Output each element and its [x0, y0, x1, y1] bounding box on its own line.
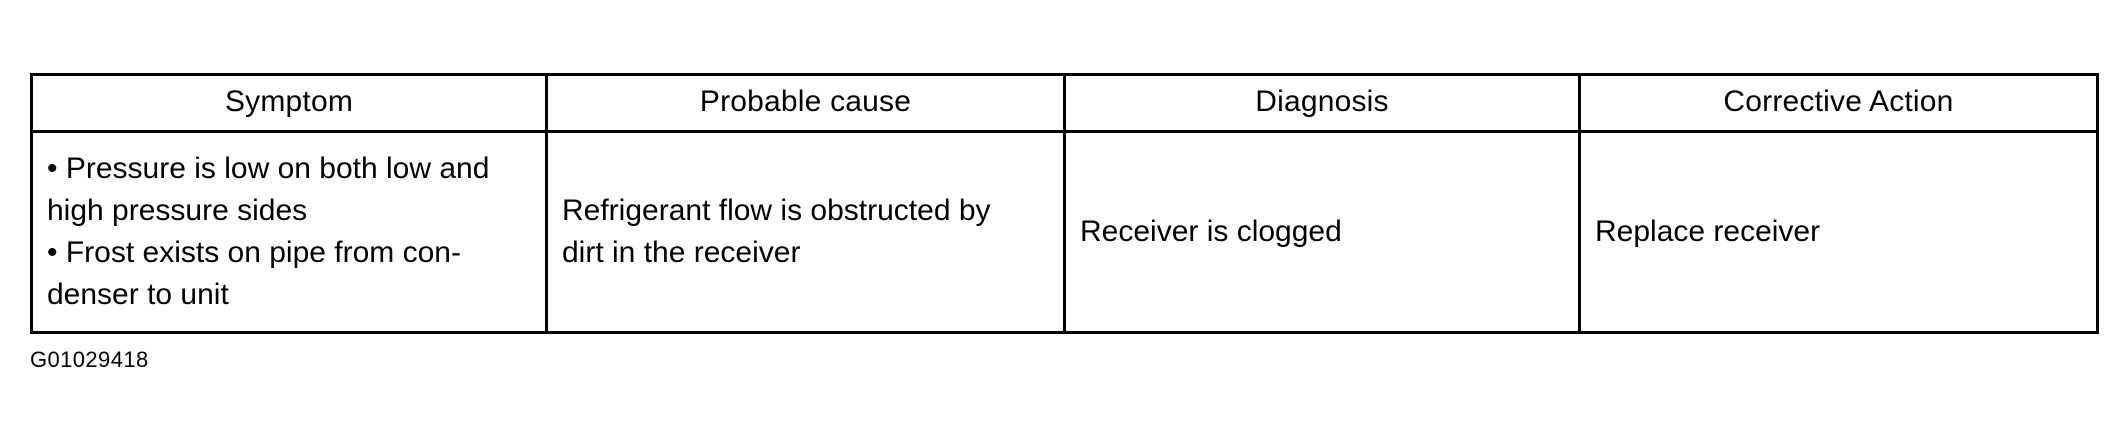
corrective-action-text-block: Replace receiver [1595, 211, 2084, 253]
corrective-action-line-1: Replace receiver [1595, 215, 1821, 248]
table-body: • Pressure is low on both low and high p… [30, 130, 2099, 334]
diagnosis-line-1: Receiver is clogged [1080, 215, 1342, 248]
diagnosis-text-block: Receiver is clogged [1080, 211, 1566, 253]
troubleshooting-table: Symptom Probable cause Diagnosis Correct… [30, 73, 2099, 334]
cell-corrective-action: Replace receiver [1578, 130, 2099, 334]
symptom-line-4: denser to unit [47, 278, 229, 311]
table-header: Symptom Probable cause Diagnosis Correct… [30, 73, 2099, 133]
probable-cause-line-2: dirt in the receiver [562, 236, 801, 269]
column-header-probable-cause: Probable cause [545, 73, 1066, 133]
table-row: • Pressure is low on both low and high p… [30, 130, 2099, 334]
column-header-corrective-action: Corrective Action [1578, 73, 2099, 133]
column-header-diagnosis: Diagnosis [1063, 73, 1581, 133]
probable-cause-line-1: Refrigerant flow is obstructed by [562, 194, 991, 227]
column-header-symptom: Symptom [30, 73, 548, 133]
probable-cause-text-block: Refrigerant flow is obstructed by dirt i… [562, 190, 1051, 274]
cell-probable-cause: Refrigerant flow is obstructed by dirt i… [545, 130, 1066, 334]
symptom-line-1: • Pressure is low on both low and [47, 152, 490, 185]
cell-diagnosis: Receiver is clogged [1063, 130, 1581, 334]
cell-symptom: • Pressure is low on both low and high p… [30, 130, 548, 334]
symptom-line-3: • Frost exists on pipe from con- [47, 236, 461, 269]
symptom-text-block: • Pressure is low on both low and high p… [47, 148, 533, 316]
table-header-row: Symptom Probable cause Diagnosis Correct… [30, 73, 2099, 133]
symptom-line-2: high pressure sides [47, 194, 308, 227]
figure-id-caption: G01029418 [30, 347, 149, 372]
